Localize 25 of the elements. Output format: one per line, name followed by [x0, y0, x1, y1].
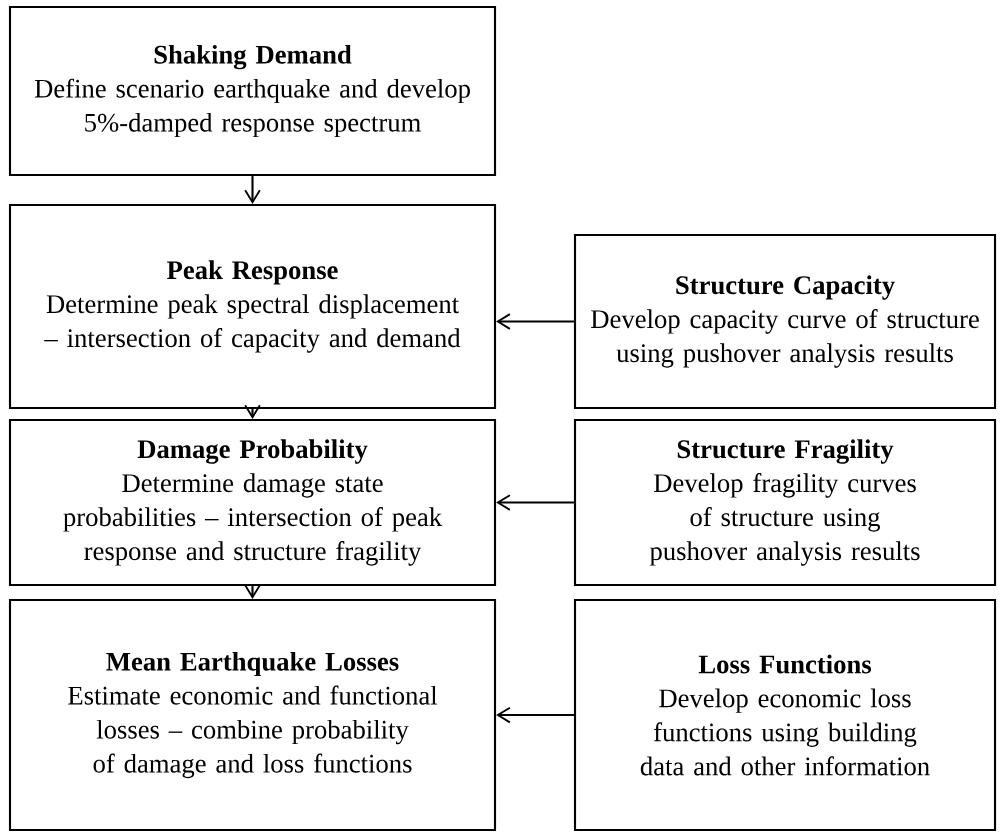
process-box — [8, 203, 497, 410]
process-box — [573, 598, 997, 832]
box-title: Damage Probability — [137, 439, 368, 464]
box-title: Loss Functions — [698, 654, 872, 674]
box-title: Peak Response — [167, 260, 338, 285]
box-description: Estimate economic and functional losses – combine probability of damage and loss functions — [68, 685, 438, 779]
box-description: Develop fragility curves of structure using pushover analysis results — [649, 473, 920, 566]
box-description: Develop capacity curve of structure using pushover analysis results — [591, 309, 979, 368]
arrow — [496, 706, 574, 724]
box-title: Shaking Demand — [154, 44, 352, 70]
process-box — [8, 598, 497, 832]
arrow — [496, 313, 574, 330]
box-description: Determine damage state probabilities – intersection of peak response and structure fragility — [63, 473, 443, 566]
arrow — [496, 494, 574, 511]
process-box — [8, 5, 497, 177]
process-box — [573, 233, 997, 410]
box-title: Mean Earthquake Losses — [106, 651, 399, 677]
box-description: Determine peak spectral displacement – intersection of capacity and demand — [44, 294, 461, 353]
box-title: Structure Capacity — [676, 275, 895, 300]
process-box — [573, 418, 997, 587]
box-title: Structure Fragility — [677, 439, 894, 464]
box-description: Define scenario earthquake and develop 5%-damped response spectrum — [34, 78, 470, 138]
process-box — [8, 418, 497, 587]
box-description: Develop economic loss functions using building data and other information — [640, 688, 930, 776]
arrow — [244, 176, 261, 204]
